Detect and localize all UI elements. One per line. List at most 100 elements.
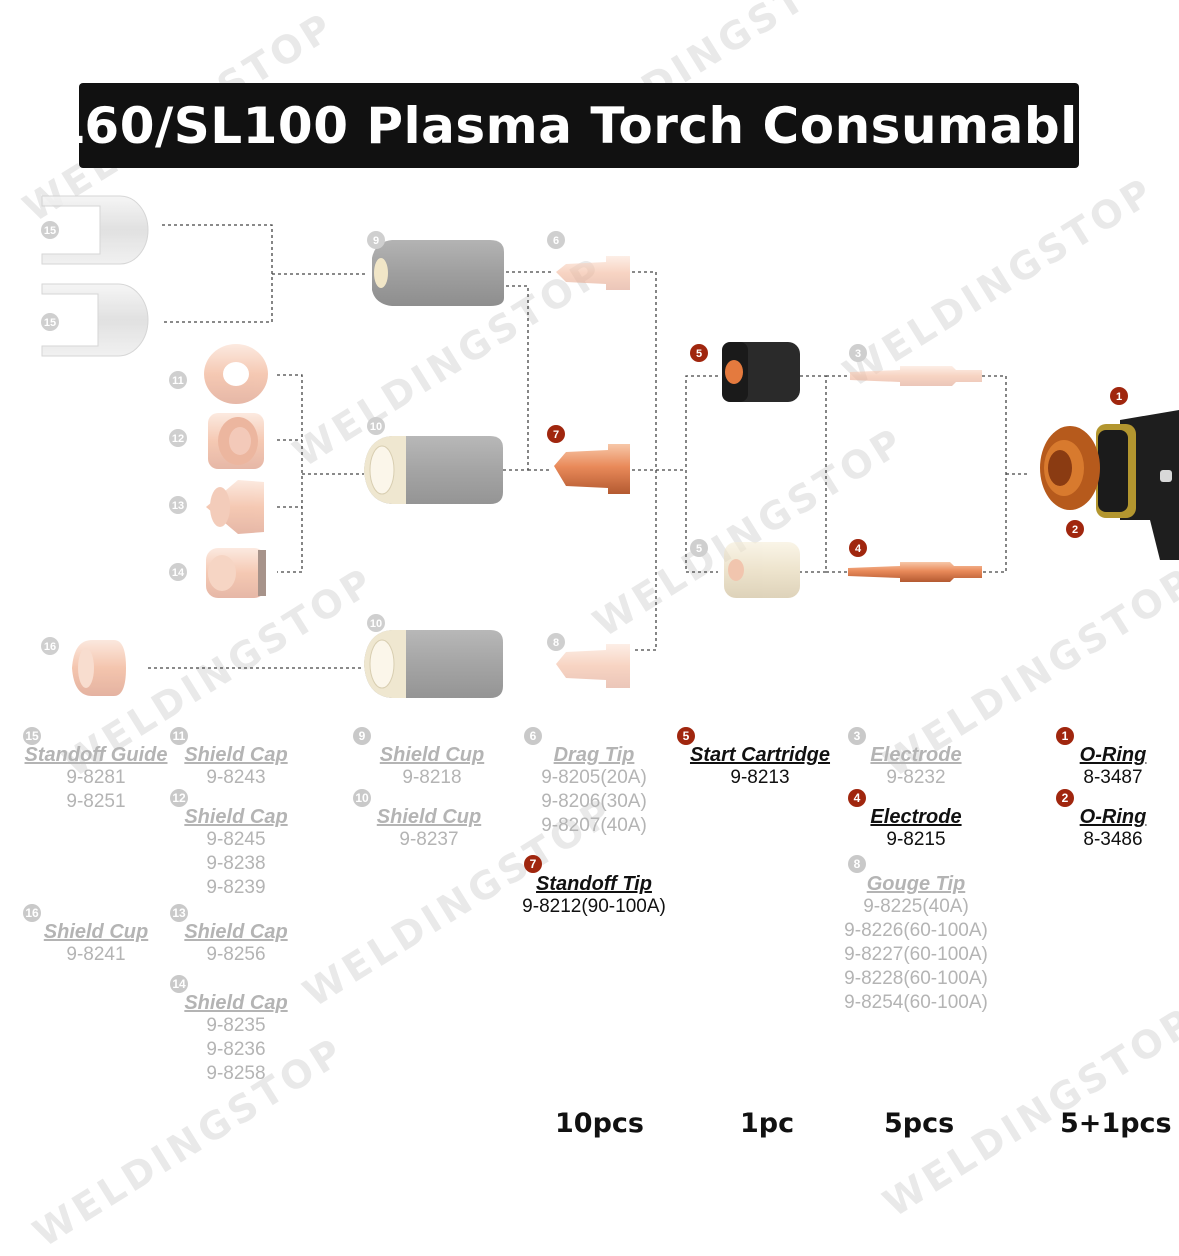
part-code: 9-8225(40A) [863, 896, 969, 917]
label-badge: 12 [170, 789, 188, 807]
part-name: Standoff Tip [536, 873, 652, 895]
part-code: 9-8215 [886, 829, 946, 850]
label-o-ring-1: O-Ring 8-3487 [1068, 744, 1158, 790]
diagram-badge: 11 [169, 371, 187, 389]
diagram-badge: 5 [690, 539, 708, 557]
diagram-badge: 13 [169, 496, 187, 514]
diagram-badge: 6 [547, 231, 565, 249]
part-name: Shield Cap [184, 992, 288, 1014]
diagram-badge: 9 [367, 231, 385, 249]
part-name: Shield Cup [376, 806, 482, 828]
label-electrode-4: Electrode 9-8215 [856, 806, 976, 852]
part-name: Shield Cup [43, 921, 149, 943]
label-badge: 11 [170, 727, 188, 745]
badge-text: 15 [44, 225, 56, 237]
shield-cup-9-part [372, 240, 504, 306]
label-badge: 2 [1056, 789, 1074, 807]
badge-text: 2 [1072, 524, 1078, 536]
label-badge: 15 [23, 727, 41, 745]
label-shield-cap-12: Shield Cap 9-8245 9-8238 9-8239 [176, 806, 296, 900]
part-code: 9-8241 [66, 944, 126, 965]
shield-cap-12-part [208, 413, 264, 469]
electrode-3-part [850, 366, 982, 386]
shield-cup-10-part [364, 436, 503, 504]
part-code: 9-8238 [206, 853, 266, 874]
diagram-badge: 15 [41, 313, 59, 331]
badge-text: 10 [370, 421, 382, 433]
standoff-guide-part [41, 195, 149, 357]
badge-text: 14 [172, 567, 185, 579]
label-badge: 9 [353, 727, 371, 745]
standoff-tip-part [554, 444, 630, 494]
label-electrode-3: Electrode 9-8232 [856, 744, 976, 790]
electrode-4-part [848, 562, 982, 582]
part-name: O-Ring [1079, 806, 1147, 828]
part-code: 9-8218 [402, 767, 462, 788]
diagram-badge: 10 [367, 417, 385, 435]
part-name: Shield Cap [184, 806, 288, 828]
diagram-badge: 1 [1110, 387, 1128, 405]
part-code: 9-8237 [399, 829, 459, 850]
parts-diagram: 15 15 11 12 13 14 16 9 10 10 6 7 8 5 5 3… [41, 195, 1179, 698]
badge-text: 5 [696, 543, 702, 555]
label-shield-cap-13: Shield Cap 9-8256 [176, 921, 296, 967]
gouge-tip-part [556, 644, 630, 688]
connector-lines [148, 224, 1030, 669]
part-code: 8-3486 [1083, 829, 1143, 850]
label-shield-cap-14: Shield Cap 9-8235 9-8236 9-8258 [176, 992, 296, 1086]
diagram-badge: 5 [690, 344, 708, 362]
quantity-cartridge: 1pc [740, 1108, 795, 1139]
part-code: 9-8228(60-100A) [844, 968, 988, 989]
shield-cap-13-part [206, 480, 264, 534]
part-code: 9-8258 [206, 1063, 266, 1084]
label-badge: 4 [848, 789, 866, 807]
title-banner: SL60/SL100 Plasma Torch Consumables [16, 83, 1142, 168]
label-shield-cup-16: Shield Cup 9-8241 [36, 921, 156, 967]
quantity-o-rings: 5+1pcs [1060, 1108, 1172, 1139]
part-code: 9-8227(60-100A) [844, 944, 988, 965]
page-title: SL60/SL100 Plasma Torch Consumables [15, 96, 1143, 155]
part-name: Gouge Tip [866, 873, 966, 895]
part-code: 9-8206(30A) [541, 791, 647, 812]
badge-text: 3 [855, 348, 861, 360]
label-badge: 5 [677, 727, 695, 745]
diagram-badge: 15 [41, 221, 59, 239]
part-name: Electrode [870, 744, 962, 766]
label-badge: 10 [353, 789, 371, 807]
label-shield-cup-9: Shield Cup 9-8218 [372, 744, 492, 790]
label-badge: 3 [848, 727, 866, 745]
part-code: 9-8207(40A) [541, 815, 647, 836]
label-badge: 13 [170, 904, 188, 922]
part-code: 9-8251 [66, 791, 126, 812]
label-badge: 1 [1056, 727, 1074, 745]
label-shield-cup-10: Shield Cup 9-8237 [369, 806, 489, 852]
part-name: Standoff Guide [24, 744, 168, 766]
part-name: Shield Cap [184, 744, 288, 766]
label-badge: 6 [524, 727, 542, 745]
part-name: Start Cartridge [689, 744, 831, 766]
diagram-badge: 3 [849, 344, 867, 362]
part-name: Electrode [870, 806, 962, 828]
label-standoff-tip: Standoff Tip 9-8212(90-100A) [504, 873, 684, 919]
part-code: 9-8213 [730, 767, 790, 788]
part-name: Drag Tip [553, 744, 635, 766]
part-code: 9-8235 [206, 1015, 266, 1036]
start-cartridge-part [724, 542, 800, 598]
badge-text: 13 [172, 500, 184, 512]
label-badge: 7 [524, 855, 542, 873]
badge-text: 11 [172, 375, 184, 387]
part-code: 9-8243 [206, 767, 266, 788]
badge-text: 10 [370, 618, 382, 630]
badge-text: 9 [373, 235, 379, 247]
diagram-badge: 8 [547, 633, 565, 651]
label-o-ring-2: O-Ring 8-3486 [1068, 806, 1158, 852]
part-name: Shield Cup [379, 744, 485, 766]
part-code: 9-8256 [206, 944, 266, 965]
diagram-badge: 14 [169, 563, 187, 581]
shield-cap-14-part [206, 548, 266, 598]
part-code: 9-8226(60-100A) [844, 920, 988, 941]
label-badge: 8 [848, 855, 866, 873]
badge-text: 7 [553, 429, 559, 441]
shield-cup-10-part [364, 630, 503, 698]
part-code: 9-8254(60-100A) [844, 992, 988, 1013]
